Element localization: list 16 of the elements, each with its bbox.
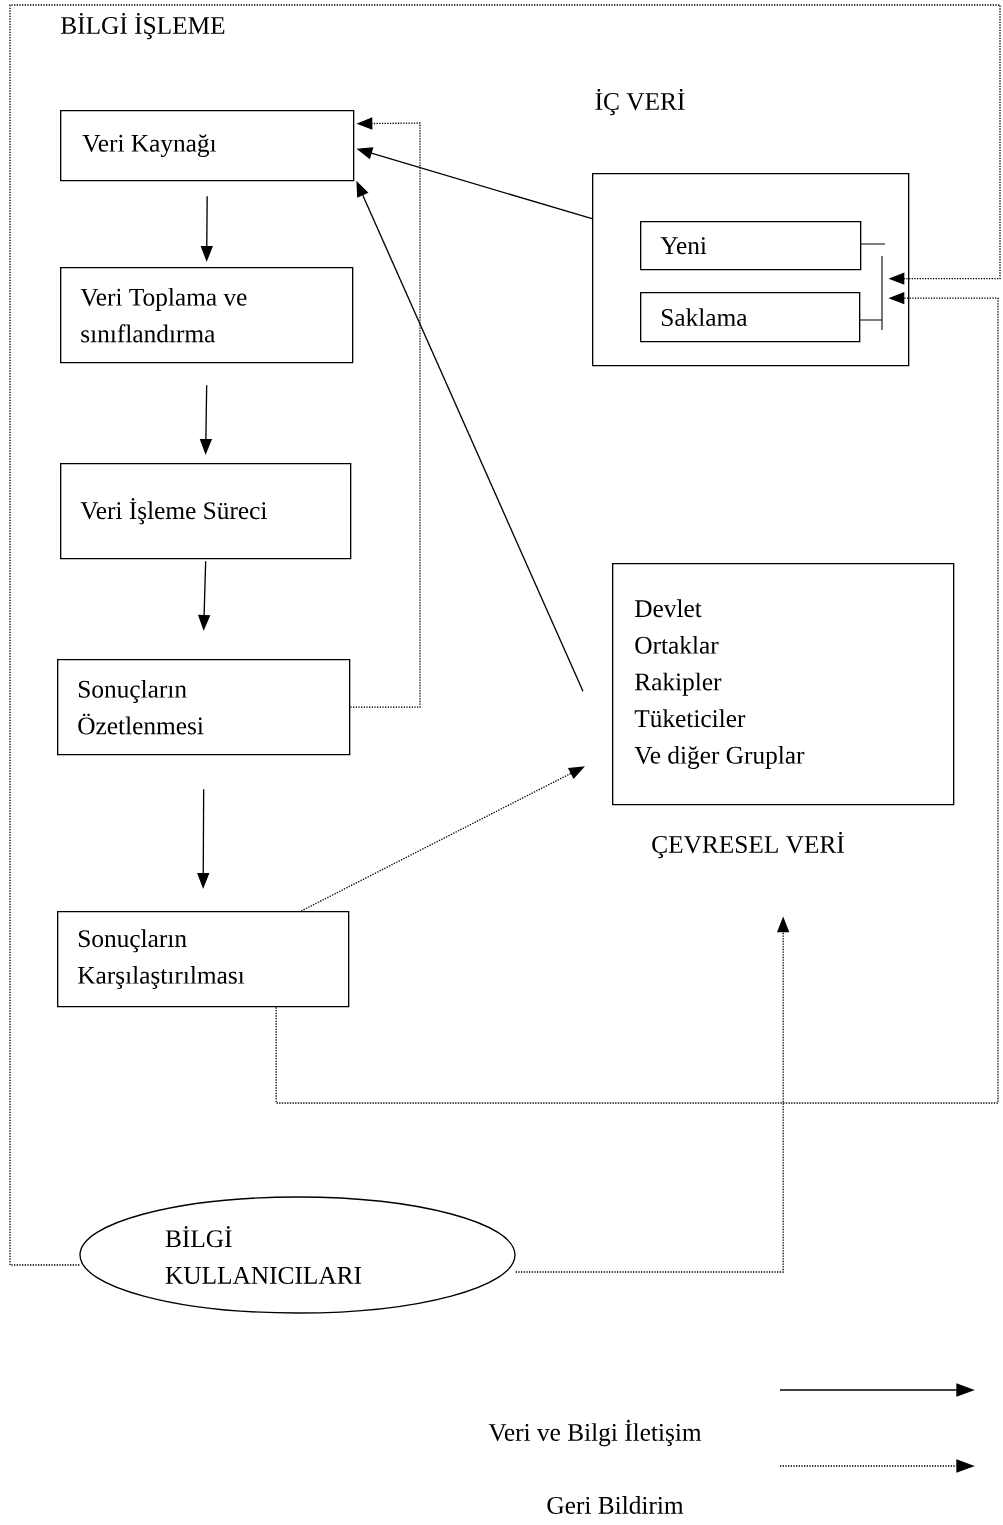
- arrow: [349, 117, 421, 708]
- legend-label: Veri ve Bilgi İletişim: [488, 1419, 702, 1447]
- legend-label: Geri Bildirim: [547, 1496, 684, 1514]
- data-box: Yeni: [640, 221, 862, 271]
- title: BİLGİ İŞLEME: [61, 12, 225, 40]
- group-box: Devlet Ortaklar Rakipler Tüketiciler Ve diğer Gruplar ÇEVRESEL VERİ: [612, 563, 955, 859]
- process-box: Veri Kaynağı: [60, 110, 355, 182]
- process-box: Veri Toplama ve sınıflandırma: [60, 267, 354, 364]
- arrow: [275, 292, 999, 1104]
- arrow: [9, 4, 1001, 1266]
- data-box: Saklama: [640, 292, 861, 343]
- process-box: Veri İşleme Süreci: [60, 463, 352, 560]
- process-box: Sonuçların Karşılaştırılması: [57, 911, 350, 1008]
- node-label: İÇ VERİ: [595, 88, 685, 116]
- process-box: Sonuçların Özetlenmesi: [57, 659, 351, 756]
- node-label: ÇEVRESEL VERİ: [652, 831, 844, 859]
